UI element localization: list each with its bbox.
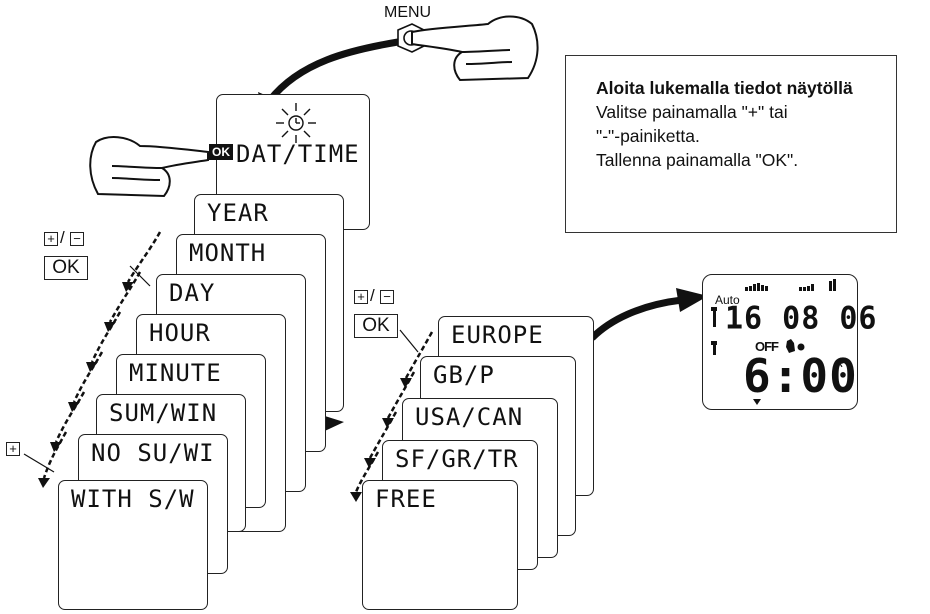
key-separator: / xyxy=(60,228,65,248)
plus-key-with-sw: + xyxy=(6,442,20,456)
note-line-1: Valitse painamalla "+" tai xyxy=(596,100,896,124)
region-ok-key: OK xyxy=(354,314,398,338)
menu-card-label: HOUR xyxy=(149,319,211,347)
region-minus-key: − xyxy=(380,290,394,304)
region-plus-key: + xyxy=(354,290,368,304)
menu-card-label: NO SU/WI xyxy=(91,439,215,467)
note-title: Aloita lukemalla tiedot näytöllä xyxy=(596,76,896,100)
channel-marker-icon xyxy=(711,307,717,355)
ok-key: OK xyxy=(44,256,88,280)
sun-clock-icon xyxy=(276,103,316,143)
menu-card-label: MONTH xyxy=(189,239,266,267)
datetime-label: DAT/TIME xyxy=(236,140,360,168)
region-key-separator: / xyxy=(370,286,375,306)
menu-card-label: YEAR xyxy=(207,199,269,227)
menu-card-label: DAY xyxy=(169,279,215,307)
lcd-date: 16 08 06 xyxy=(725,300,878,337)
region-card-label: GB/P xyxy=(433,361,495,389)
ok-tag: OK xyxy=(209,144,233,160)
region-card-label: FREE xyxy=(375,485,437,513)
minus-key: − xyxy=(70,232,84,246)
menu-card-label: MINUTE xyxy=(129,359,222,387)
lcd-star: * xyxy=(836,357,844,380)
region-card-label: SF/GR/TR xyxy=(395,445,519,473)
menu-card-with-s-w: WITH S/W xyxy=(58,480,208,610)
menu-card-label: SUM/WIN xyxy=(109,399,217,427)
region-card-label: EUROPE xyxy=(451,321,544,349)
region-card-free: FREE xyxy=(362,480,518,610)
plus-key: + xyxy=(44,232,58,246)
bar-graph-icon xyxy=(745,279,836,291)
region-card-label: USA/CAN xyxy=(415,403,523,431)
lcd-display: Auto 16 08 06 OFF 6:00 * xyxy=(702,274,858,410)
note-line-2: "-"-painiketta. xyxy=(596,124,896,148)
menu-card-label: WITH S/W xyxy=(71,485,195,513)
instruction-note: Aloita lukemalla tiedot näytöllä Valitse… xyxy=(565,55,897,233)
note-line-3: Tallenna painamalla "OK". xyxy=(596,148,896,172)
